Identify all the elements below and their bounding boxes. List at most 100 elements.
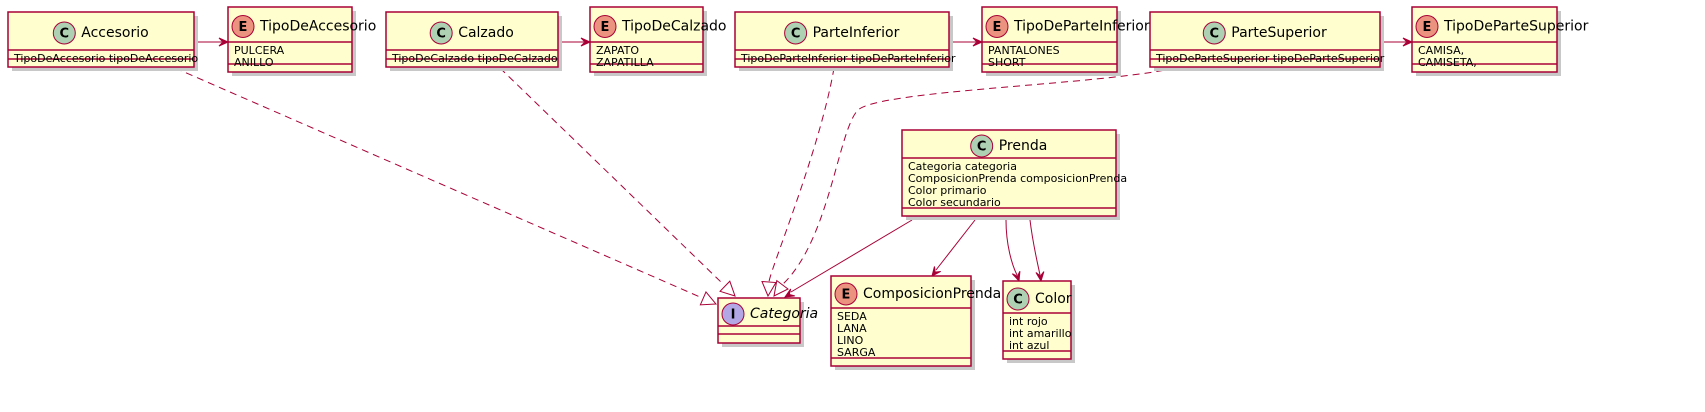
box (1411, 6, 1558, 73)
edge-line (174, 67, 701, 298)
edge-prenda-to-color (1029, 219, 1045, 283)
member-text: LINO (837, 334, 864, 347)
member-text: CAMISETA, (1418, 56, 1477, 69)
node-title: Accesorio (81, 25, 148, 41)
class-badge-icon: C (970, 134, 994, 158)
badge-letter: E (601, 20, 610, 35)
arrowhead (1402, 37, 1414, 47)
realization-arrowhead (761, 280, 777, 298)
node-title: TipoDeAccesorio (259, 19, 376, 35)
arrowhead (931, 266, 941, 277)
arrowhead (218, 37, 230, 47)
realization-arrowhead (719, 280, 736, 297)
interface-badge-icon: I (721, 302, 745, 326)
node-title: Prenda (999, 138, 1048, 154)
member-text: Categoria categoria (908, 160, 1017, 173)
class-calzado: Calzado C TipoDeCalzado tipoDeCalzado (385, 11, 562, 71)
enum-badge-icon: E (231, 15, 255, 38)
badge-letter: I (731, 308, 736, 323)
edge-line (1029, 219, 1041, 276)
realization-arrowhead (773, 279, 789, 297)
member-text: int amarillo (1009, 327, 1072, 340)
arrowhead (580, 37, 592, 47)
member-text: PANTALONES (988, 44, 1060, 57)
arrowhead (1011, 270, 1021, 283)
node-title: TipoDeParteInferior (1013, 19, 1150, 35)
enum-badge-icon: E (985, 15, 1009, 38)
box (385, 11, 559, 68)
member-text: ANILLO (234, 56, 274, 69)
class-badge-icon: C (52, 21, 76, 45)
edge-accesorio-to-tipodeaccesorio (194, 37, 230, 47)
member-text: Color secundario (908, 196, 1001, 209)
class-parteinferior: ParteInferior C TipoDeParteInferior tipoDe… (734, 11, 956, 71)
edge-line (499, 67, 723, 284)
enum-badge-icon: E (834, 282, 858, 306)
member-text: PULCERA (234, 44, 285, 57)
edge-line (768, 67, 835, 283)
enum-badge-icon: E (1415, 15, 1439, 38)
badge-letter: C (977, 140, 987, 155)
node-title: ParteSuperior (1231, 25, 1327, 41)
edge-partesuperior-to-tipodepartesuperior (1380, 37, 1414, 47)
member-text: int azul (1009, 339, 1049, 352)
badge-letter: C (1013, 293, 1023, 308)
badge-letter: C (436, 27, 446, 42)
arrowhead (972, 37, 984, 47)
node-title: ParteInferior (813, 25, 900, 41)
member-text: TipoDeParteInferior tipoDeParteInferior (740, 52, 956, 65)
edge-partesuperior-to-categoria (773, 67, 1176, 297)
edge-line (935, 219, 976, 271)
member-text: SARGA (837, 346, 876, 359)
edge-calzado-to-tipodecalzado (558, 37, 592, 47)
box (734, 11, 950, 68)
member-text: Color primario (908, 184, 987, 197)
box (901, 129, 1117, 217)
badge-letter: C (60, 27, 70, 42)
arrowhead (1035, 271, 1045, 283)
node-title: Color (1035, 291, 1072, 307)
member-text: TipoDeAccesorio tipoDeAccesorio (13, 52, 198, 65)
box (7, 11, 195, 68)
edge-calzado-to-categoria (499, 67, 736, 297)
edge-prenda-to-color (1005, 219, 1021, 283)
member-text: SHORT (988, 56, 1026, 69)
class-badge-icon: C (784, 21, 808, 45)
box (227, 6, 353, 73)
edge-line (1005, 219, 1018, 276)
member-text: ComposicionPrenda composicionPrenda (908, 172, 1127, 185)
member-text: ZAPATO (596, 44, 639, 57)
enum-badge-icon: E (593, 15, 617, 38)
edge-accesorio-to-categoria (174, 67, 718, 306)
node-title: Categoria (750, 306, 818, 322)
interface-categoria: Categoria I (717, 297, 818, 347)
edge-prenda-to-categoria (783, 219, 913, 298)
class-accesorio: Accesorio C TipoDeAccesorio tipoDeAccesori… (7, 11, 198, 71)
class-badge-icon: C (1202, 21, 1226, 45)
node-title: Calzado (458, 25, 514, 41)
edge-parteinferior-to-categoria (761, 67, 835, 298)
box (981, 6, 1118, 73)
member-text: TipoDeParteSuperior tipoDeParteSuperior (1155, 52, 1385, 65)
badge-letter: C (1209, 27, 1219, 42)
node-title: TipoDeParteSuperior (1443, 19, 1589, 35)
node-title: ComposicionPrenda (863, 286, 1001, 302)
badge-letter: E (1423, 20, 1432, 35)
member-text: LANA (837, 322, 867, 335)
edge-line (781, 67, 1176, 286)
badge-letter: E (842, 288, 851, 303)
badge-letter: E (239, 20, 248, 35)
class-partesuperior: ParteSuperior C TipoDeParteSuperior tipoDe… (1149, 11, 1385, 71)
member-text: ZAPATILLA (596, 56, 654, 69)
badge-letter: C (791, 27, 801, 42)
edge-prenda-to-composicionprenda (931, 219, 976, 277)
member-text: TipoDeCalzado tipoDeCalzado (391, 52, 558, 65)
